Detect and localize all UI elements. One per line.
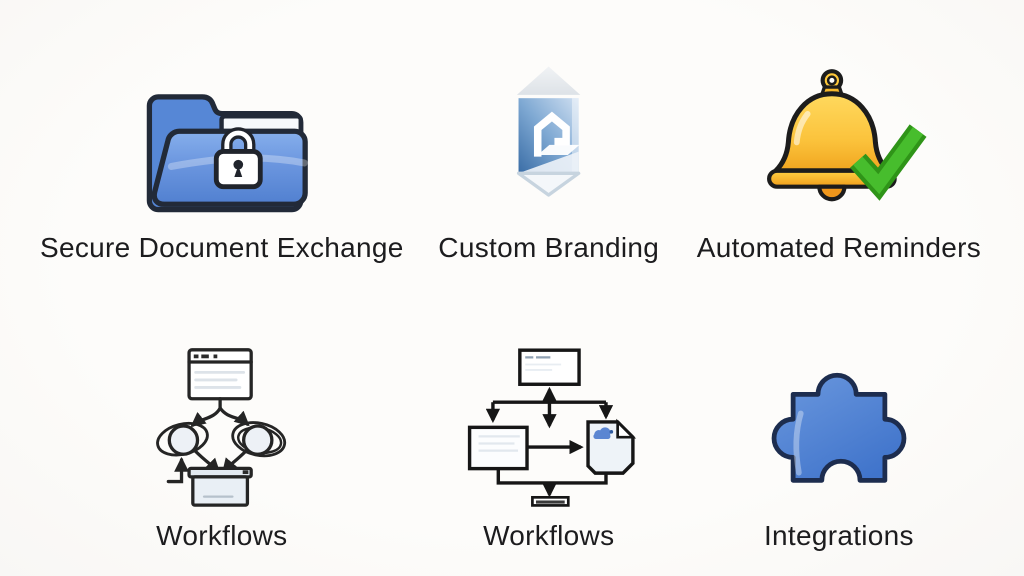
printer-box (190, 475, 249, 507)
folder-lock-svg (146, 94, 308, 213)
lock-icon (213, 127, 263, 190)
feature-tile-automated-reminders: Automated Reminders (694, 0, 984, 288)
workflow-sketch-svg (155, 348, 286, 507)
puzzle-piece-icon (745, 337, 933, 509)
feature-tile-secure-document-exchange: Secure Document Exchange (40, 0, 404, 288)
feature-tile-custom-branding: Custom Branding (404, 0, 694, 288)
bell-check-svg (766, 69, 927, 202)
feature-tile-workflows-diagram: Workflows (404, 288, 694, 576)
puzzle-piece-svg (771, 373, 907, 483)
diagram-top-box (517, 348, 581, 387)
workflow-node (167, 424, 199, 457)
bell (766, 69, 897, 202)
feature-label: Workflows (156, 520, 288, 552)
feature-label: Secure Document Exchange (40, 232, 404, 264)
cloud-icon (593, 427, 613, 440)
badge-base (516, 171, 581, 197)
feature-label: Integrations (763, 520, 914, 552)
feature-label: Custom Branding (438, 232, 660, 264)
workflow-node (241, 424, 274, 457)
folder-lock-icon (123, 67, 321, 221)
badge-roof (516, 66, 581, 96)
feature-tile-workflows-sketch: Workflows (40, 288, 404, 576)
puzzle-shape (771, 373, 907, 483)
workflow-sketch-icon (142, 344, 302, 509)
checkmark-icon (849, 124, 927, 201)
badge-monogram (533, 111, 570, 157)
brand-badge-svg (516, 66, 581, 197)
feature-label: Workflows (483, 520, 615, 552)
bell-check-icon (749, 62, 929, 221)
workflow-diagram-icon (457, 343, 641, 509)
feature-label: Automated Reminders (696, 232, 982, 264)
brand-badge-icon (501, 58, 597, 221)
feature-tile-integrations: Integrations (694, 288, 984, 576)
workflow-diagram-svg (467, 348, 636, 507)
diagram-left-box (467, 425, 529, 471)
